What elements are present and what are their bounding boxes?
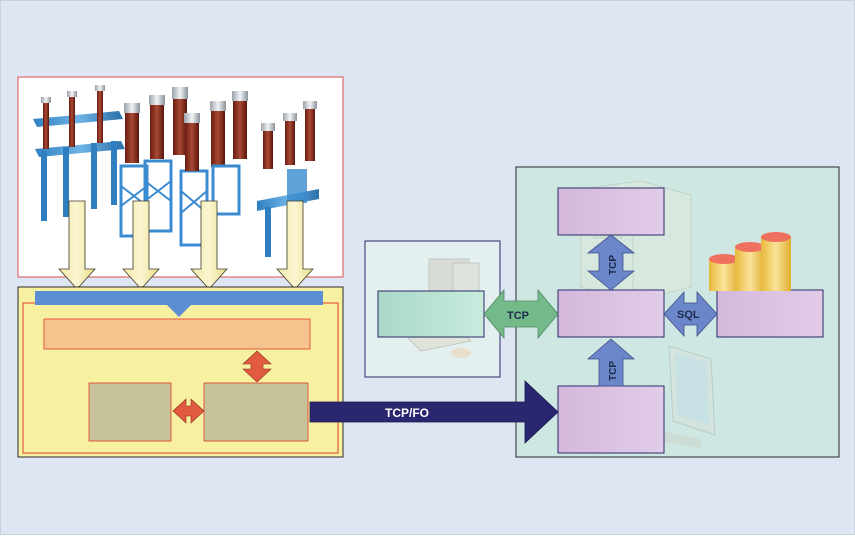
station-server-panel <box>515 166 840 458</box>
tcp-fo-arrow: TCP/FO <box>309 380 559 444</box>
io-module <box>43 318 311 350</box>
server-box-bottom <box>557 385 665 454</box>
red-double-arrow-horizontal <box>172 398 205 424</box>
tcp-arrow-top: TCP <box>586 234 636 291</box>
controller-box-left <box>88 382 172 442</box>
circuit-breaker-3 <box>179 91 248 247</box>
server-box-database <box>716 289 824 338</box>
sql-label: SQL <box>677 309 700 321</box>
tcp-arrow-hmi-server: TCP <box>483 288 559 340</box>
tcp-top-label: TCP <box>608 255 619 275</box>
controller-box-right <box>203 382 309 442</box>
signal-arrows <box>58 200 314 290</box>
tcp-arrow-bottom: TCP <box>586 338 636 387</box>
tcp-fo-label: TCP/FO <box>385 406 429 420</box>
red-double-arrow-vertical <box>242 350 272 383</box>
process-bus-bar <box>35 291 323 305</box>
sql-arrow: SQL <box>663 290 718 338</box>
server-box-top <box>557 187 665 236</box>
tcp-left-label: TCP <box>507 310 529 322</box>
disconnector-switch <box>33 85 125 221</box>
circuit-breaker-2 <box>143 87 188 233</box>
monitor-icon <box>661 345 716 449</box>
tcp-bottom-label: TCP <box>608 361 619 381</box>
bay-control-unit <box>17 286 344 458</box>
hmi-box <box>377 290 485 338</box>
hmi-workstation-panel <box>364 240 501 378</box>
database-cylinders-icon <box>709 232 791 291</box>
bus-arrow-down <box>167 305 191 317</box>
server-box-center <box>557 289 665 338</box>
